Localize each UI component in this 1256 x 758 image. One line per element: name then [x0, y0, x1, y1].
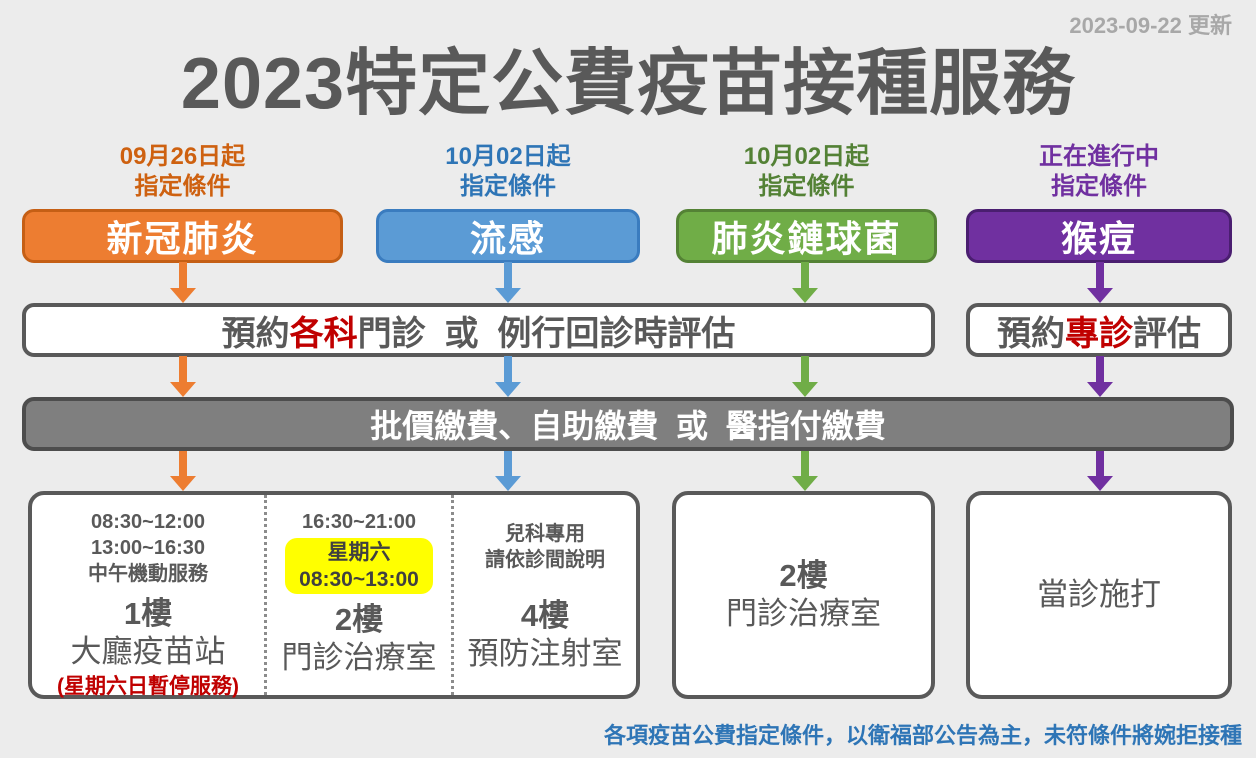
monkeypox-flow-arrow-1-icon	[1087, 262, 1113, 303]
station-hours-morning: 08:30~12:00	[91, 511, 205, 533]
pediatric-note-1: 兒科專用	[505, 523, 585, 545]
monkeypox-flow-arrow-2-icon	[1087, 356, 1113, 397]
treatment-hours: 16:30~21:00	[302, 511, 416, 533]
pneumo-schedule-header: 10月02日起 指定條件	[676, 142, 937, 202]
appointment-main-highlight: 各科	[289, 314, 358, 353]
payment-bar: 批價繳費、自助繳費 或 醫指付繳費	[22, 397, 1234, 451]
station-closed-note: (星期六日暫停服務)	[57, 675, 239, 698]
flu-flow-arrow-1-icon	[495, 262, 521, 303]
monkeypox-flow-arrow-3-icon	[1087, 451, 1113, 491]
pediatric-floor: 4樓	[520, 598, 570, 633]
treatment-name: 門診治療室	[281, 640, 437, 675]
payment-label: 批價繳費、自助繳費 或 醫指付繳費	[370, 408, 886, 444]
covid-vaccine-box: 新冠肺炎	[22, 209, 343, 263]
pneumo-flow-arrow-2-icon	[792, 356, 818, 397]
pediatric-note-2: 請依診間說明	[485, 549, 605, 571]
station-name: 大廳疫苗站	[70, 634, 226, 669]
pneumo-room-name: 門診治療室	[726, 596, 881, 631]
appointment-main-label: 預約各科門診 或 例行回診時評估	[221, 314, 736, 353]
pneumo-floor: 2樓	[779, 558, 828, 593]
location-pediatric-room: 兒科專用 請依診間說明 4樓 預防注射室	[454, 495, 636, 695]
appointment-monkeypox-box: 預約專診評估	[966, 303, 1232, 357]
saturday-hours: 08:30~13:00	[299, 568, 419, 591]
location-treatment-room-evening: 16:30~21:00 星期六 08:30~13:00 2樓 門診治療室	[264, 495, 454, 695]
appointment-monkeypox-label: 預約專診評估	[997, 314, 1201, 353]
flu-schedule-header: 10月02日起 指定條件	[376, 142, 640, 202]
covid-flow-arrow-1-icon	[170, 262, 196, 303]
monkeypox-condition: 指定條件	[1051, 173, 1147, 200]
monkeypox-schedule-header: 正在進行中 指定條件	[966, 142, 1232, 202]
flu-condition: 指定條件	[460, 173, 556, 200]
pneumo-flow-arrow-3-icon	[792, 451, 818, 491]
flu-start-date: 10月02日起	[445, 143, 571, 170]
monkeypox-vaccine-label: 猴痘	[1060, 218, 1137, 259]
flu-vaccine-label: 流感	[469, 218, 546, 259]
pneumo-condition: 指定條件	[758, 173, 855, 200]
flu-flow-arrow-3-icon	[495, 451, 521, 491]
pneumo-vaccine-label: 肺炎鏈球菌	[711, 218, 902, 259]
pneumo-flow-arrow-1-icon	[792, 262, 818, 303]
pneumo-vaccine-box: 肺炎鏈球菌	[676, 209, 937, 263]
location-monkeypox-box: 當診施打	[966, 491, 1232, 699]
page-title: 2023特定公費疫苗接種服務	[180, 44, 1076, 124]
treatment-floor: 2樓	[334, 602, 384, 637]
monkeypox-vaccine-box: 猴痘	[966, 209, 1232, 263]
station-noon-note: 中午機動服務	[88, 563, 208, 585]
covid-condition: 指定條件	[134, 173, 231, 200]
location-main-box: 08:30~12:00 13:00~16:30 中午機動服務 1樓 大廳疫苗站 …	[28, 491, 640, 699]
appointment-monkeypox-highlight: 專診	[1065, 314, 1133, 353]
covid-flow-arrow-2-icon	[170, 356, 196, 397]
update-date: 2023-09-22 更新	[1069, 13, 1232, 38]
pediatric-name: 預防注射室	[467, 636, 623, 671]
station-floor: 1樓	[123, 596, 173, 631]
location-lobby-station: 08:30~12:00 13:00~16:30 中午機動服務 1樓 大廳疫苗站 …	[32, 495, 264, 698]
pneumo-start-date: 10月02日起	[743, 143, 870, 170]
station-hours-afternoon: 13:00~16:30	[91, 537, 205, 559]
monkeypox-location-label: 當診施打	[1037, 577, 1161, 612]
covid-schedule-header: 09月26日起 指定條件	[22, 142, 343, 202]
covid-flow-arrow-3-icon	[170, 451, 196, 491]
saturday-hours-highlight: 星期六 08:30~13:00	[285, 538, 433, 594]
saturday-label: 星期六	[327, 541, 391, 564]
footer-disclaimer: 各項疫苗公費指定條件，以衛福部公告為主，未符條件將婉拒接種	[603, 723, 1242, 748]
covid-start-date: 09月26日起	[119, 143, 246, 170]
flu-flow-arrow-2-icon	[495, 356, 521, 397]
appointment-main-box: 預約各科門診 或 例行回診時評估	[22, 303, 935, 357]
location-pneumo-box: 2樓 門診治療室	[672, 491, 935, 699]
monkeypox-start-date: 正在進行中	[1039, 143, 1159, 170]
covid-vaccine-label: 新冠肺炎	[106, 218, 259, 259]
flu-vaccine-box: 流感	[376, 209, 640, 263]
